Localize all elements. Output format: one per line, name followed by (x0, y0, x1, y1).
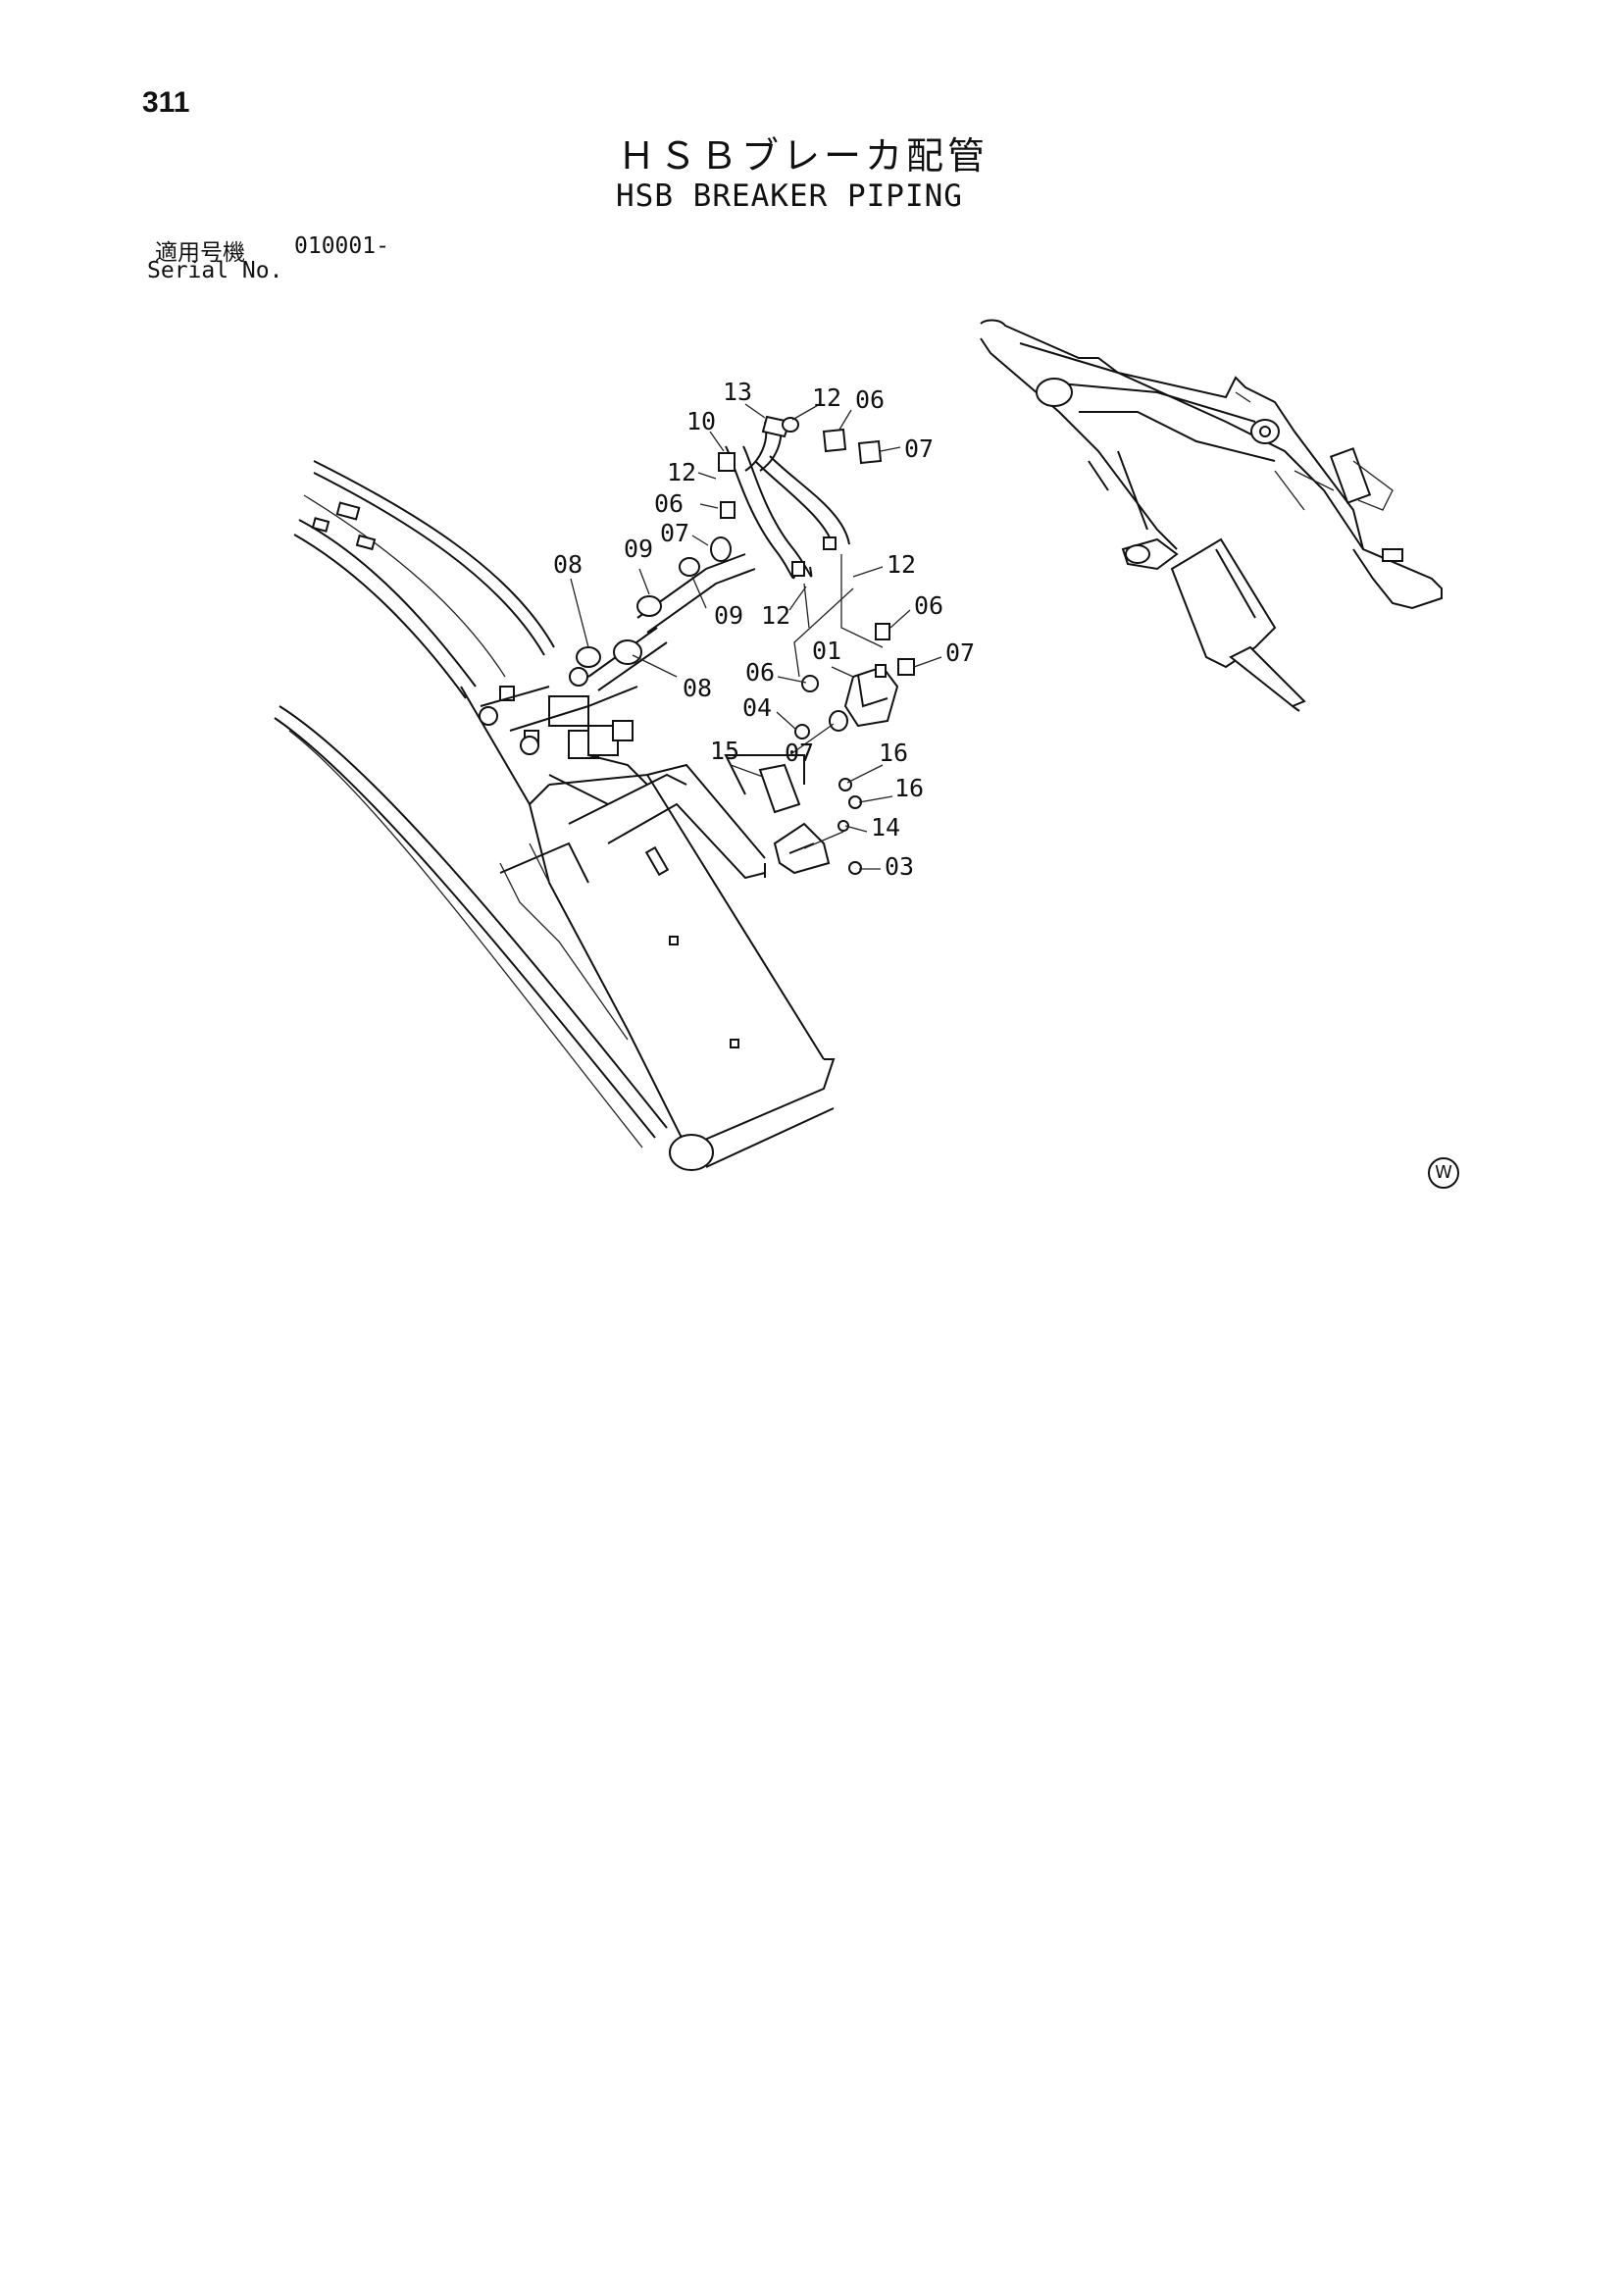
callout-03: 03 (885, 852, 914, 881)
callout-12: 12 (667, 458, 696, 486)
callout-09: 09 (624, 535, 653, 563)
callout-16: 16 (879, 739, 908, 767)
callout-06: 06 (745, 658, 775, 687)
serial-label-japanese: 適用号機 (155, 240, 245, 266)
callout-12: 12 (887, 550, 916, 579)
callout-04: 04 (742, 693, 772, 722)
callout-06: 06 (914, 591, 943, 620)
serial-number-range: 010001- (294, 233, 389, 259)
serial-label-english: Serial No. (147, 258, 283, 283)
callout-07: 07 (660, 519, 689, 547)
callout-07: 07 (904, 434, 934, 463)
callout-labels: 13 12 06 10 07 12 06 07 08 09 09 12 12 0… (553, 378, 975, 881)
callout-10: 10 (686, 407, 716, 435)
callout-14: 14 (871, 813, 900, 842)
callout-07: 07 (785, 739, 814, 767)
callout-12: 12 (761, 601, 790, 630)
callout-16: 16 (894, 774, 924, 802)
callout-12: 12 (812, 383, 841, 412)
callout-08: 08 (553, 550, 583, 579)
callout-13: 13 (723, 378, 752, 406)
callout-01: 01 (812, 637, 841, 665)
callout-06: 06 (654, 489, 684, 518)
callout-15: 15 (710, 737, 739, 765)
piping-assembly (568, 415, 915, 880)
callout-06: 06 (855, 385, 885, 414)
page-title-japanese: ＨＳＢブレーカ配管 (618, 134, 990, 178)
excavator-attachment (980, 319, 1443, 712)
callout-09: 09 (714, 601, 743, 630)
callout-08: 08 (683, 674, 712, 702)
page-number: 311 (142, 86, 190, 119)
version-mark-icon: W (1428, 1157, 1459, 1189)
callout-07: 07 (945, 638, 975, 667)
page-title-english: HSB BREAKER PIPING (616, 179, 963, 214)
leader-lines (570, 403, 942, 870)
